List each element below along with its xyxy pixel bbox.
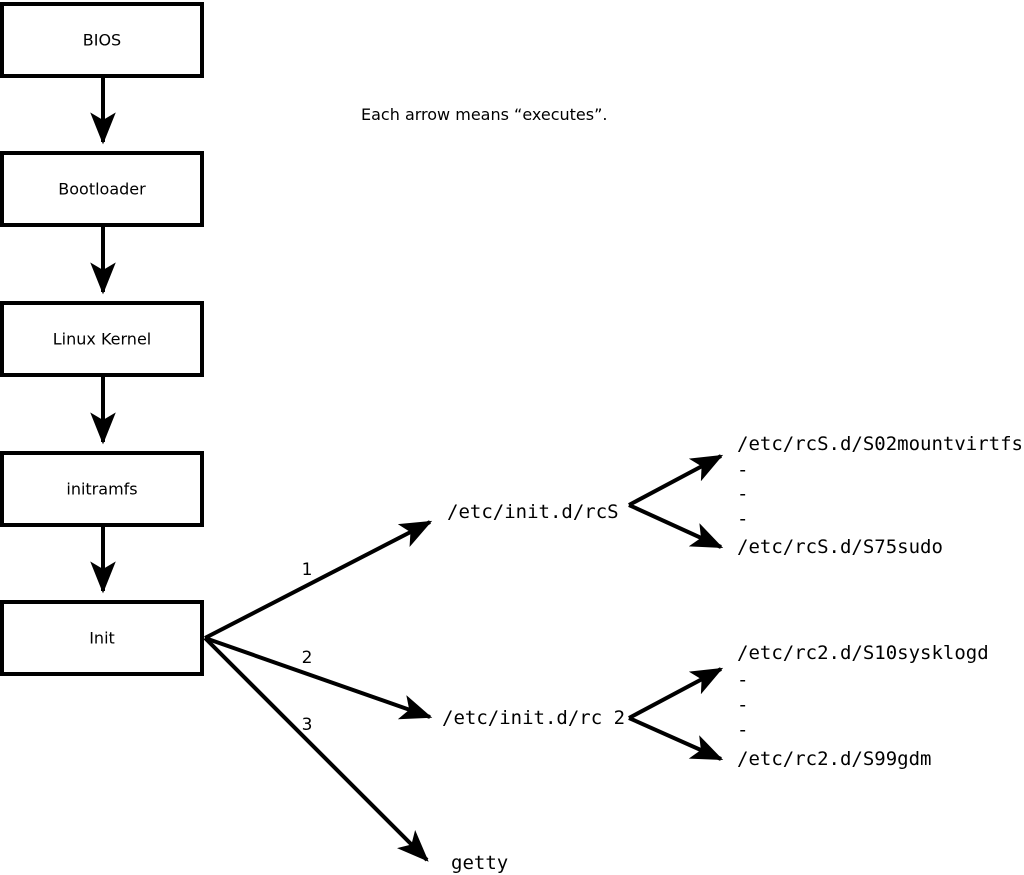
node-bootloader: Bootloader xyxy=(0,151,204,227)
order-label-2: 2 xyxy=(302,648,313,668)
boot-chain-group: BIOS Bootloader Linux Kernel initramfs I… xyxy=(0,2,204,676)
node-linux-kernel-rect xyxy=(0,301,204,377)
node-bios-label: BIOS xyxy=(83,31,121,50)
arrow-rc2-to-s99gdm xyxy=(628,716,724,761)
node-bios-rect xyxy=(0,2,204,78)
init-fanout-group xyxy=(203,520,433,862)
arrow-init-to-rc2 xyxy=(204,636,433,720)
node-initramfs: initramfs xyxy=(0,451,204,527)
node-init-label: Init xyxy=(89,629,115,648)
label-etc-rc2-d-s99gdm: /etc/rc2.d/S99gdm xyxy=(737,748,931,770)
node-bootloader-label: Bootloader xyxy=(58,180,146,199)
arrow-rcs-to-s02mountvirtfs xyxy=(628,454,724,507)
order-label-1: 1 xyxy=(302,560,313,580)
rcs-ellipsis-dash-1: - xyxy=(737,459,748,481)
script-labels-group: /etc/init.d/rcS /etc/init.d/rc 2 getty xyxy=(442,501,625,874)
node-linux-kernel: Linux Kernel xyxy=(0,301,204,377)
label-getty: getty xyxy=(451,852,508,874)
order-label-3: 3 xyxy=(302,715,313,735)
arrow-init-to-getty xyxy=(203,636,429,862)
rc2-subtree-group: /etc/rc2.d/S10sysklogd /etc/rc2.d/S99gdm… xyxy=(628,642,989,770)
label-etc-init-d-rc-2: /etc/init.d/rc 2 xyxy=(442,707,625,729)
arrow-rc2-to-s10sysklogd xyxy=(628,667,724,720)
rcs-ellipsis-dash-3: - xyxy=(737,508,748,530)
rcs-ellipsis-dash-2: - xyxy=(737,483,748,505)
node-init-rect xyxy=(0,600,204,676)
node-linux-kernel-label: Linux Kernel xyxy=(53,330,151,349)
order-labels-group: 1 2 3 xyxy=(302,560,313,735)
rcs-subtree-group: /etc/rcS.d/S02mountvirtfs /etc/rcS.d/S75… xyxy=(628,433,1023,558)
legend-note: Each arrow means “executes”. xyxy=(361,105,607,124)
label-etc-rcs-d-s75sudo: /etc/rcS.d/S75sudo xyxy=(737,536,943,558)
label-etc-rcs-d-s02mountvirtfs: /etc/rcS.d/S02mountvirtfs xyxy=(737,433,1023,455)
node-init: Init xyxy=(0,600,204,676)
rc2-ellipsis-dash-3: - xyxy=(737,719,748,741)
rc2-ellipsis-dash-1: - xyxy=(737,669,748,691)
label-etc-init-d-rcs: /etc/init.d/rcS xyxy=(447,501,619,523)
node-bios: BIOS xyxy=(0,2,204,78)
node-initramfs-label: initramfs xyxy=(66,480,137,499)
node-initramfs-rect xyxy=(0,451,204,527)
arrow-init-to-rcs xyxy=(204,520,433,640)
arrow-rcs-to-s75sudo xyxy=(628,503,724,549)
rc2-ellipsis-dash-2: - xyxy=(737,694,748,716)
label-etc-rc2-d-s10sysklogd: /etc/rc2.d/S10sysklogd xyxy=(737,642,989,664)
